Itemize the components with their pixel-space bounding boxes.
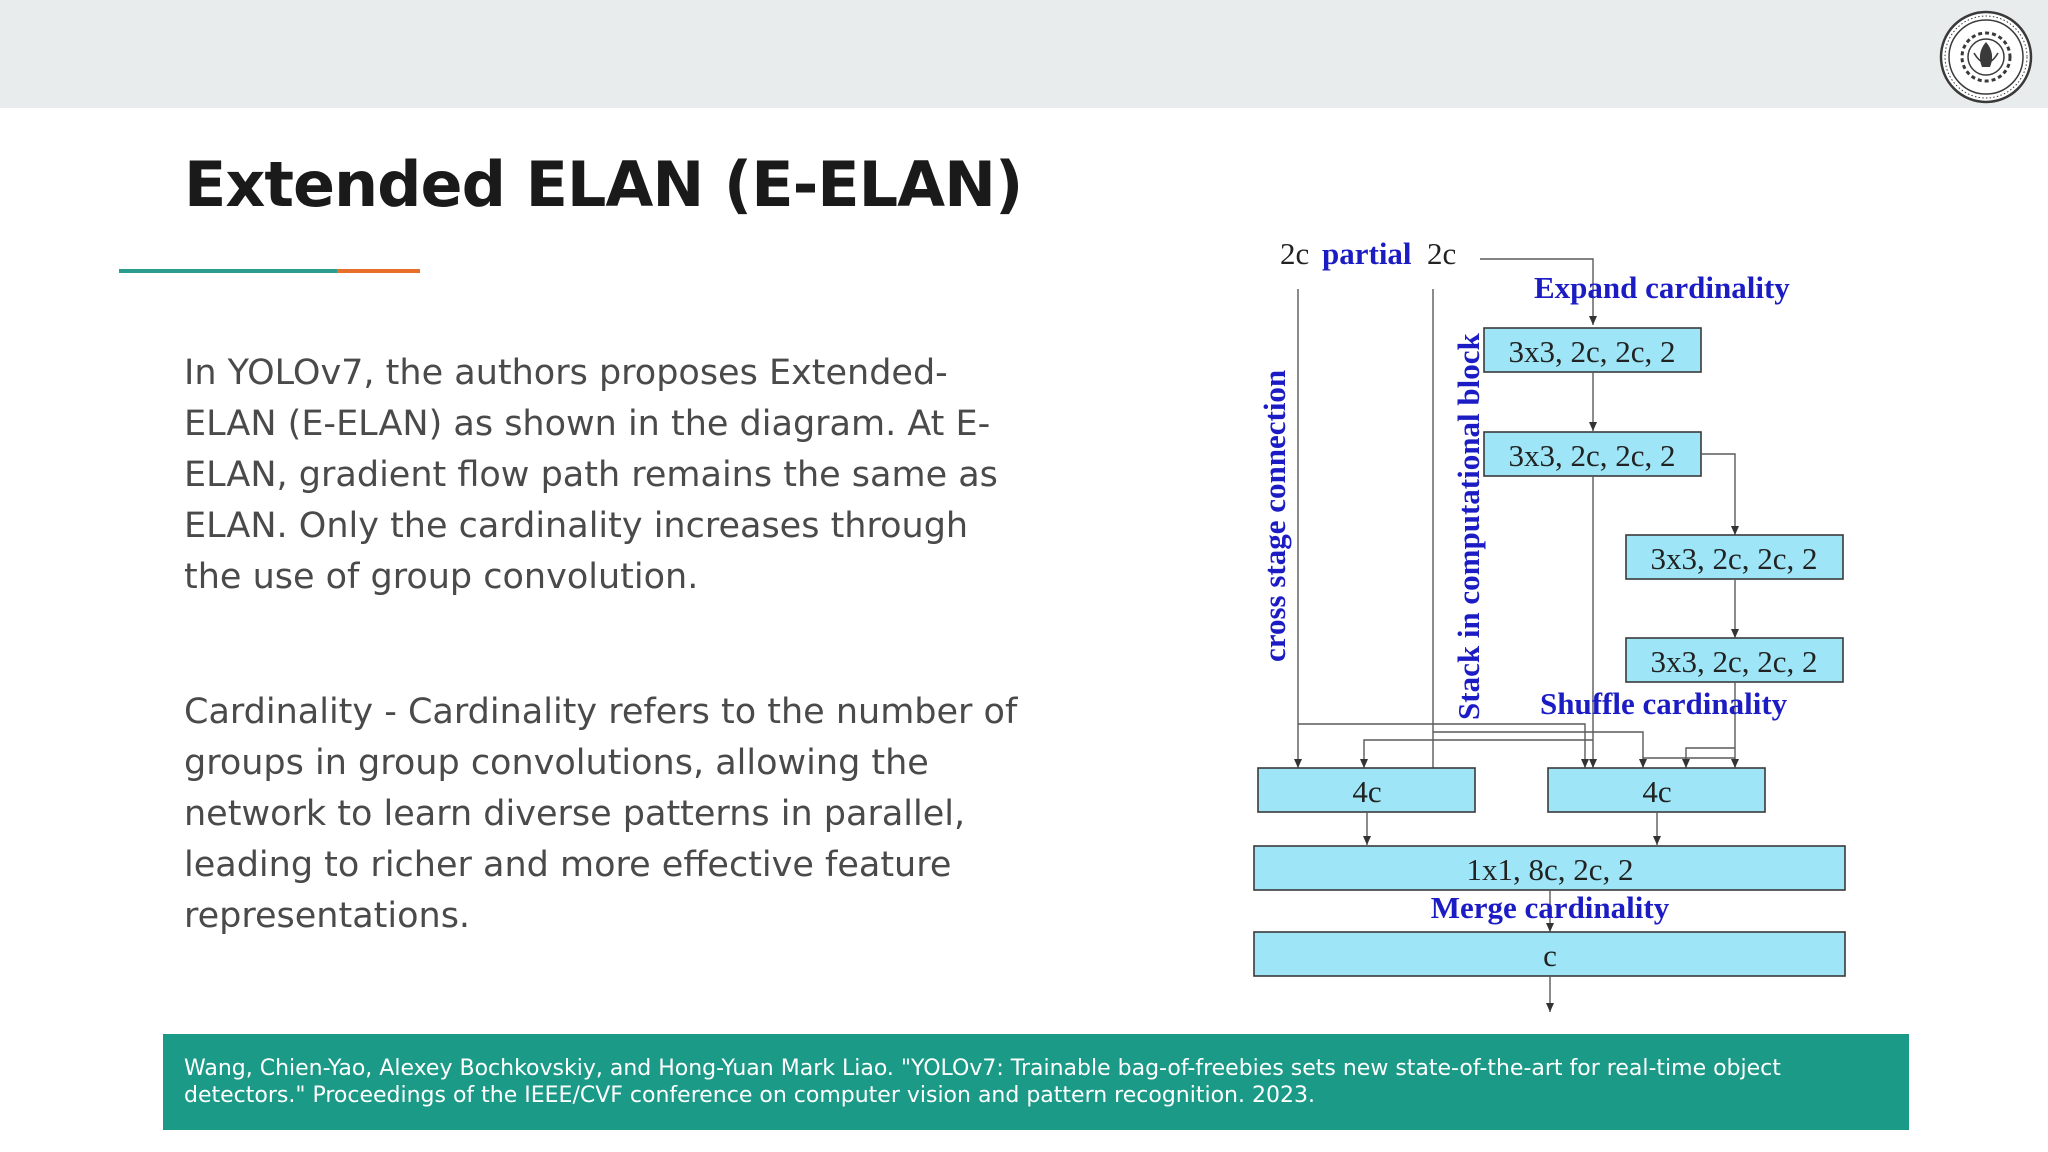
- reference-text: Wang, Chien-Yao, Alexey Bochkovskiy, and…: [184, 1056, 1781, 1108]
- conv-3-label: 3x3, 2c, 2c, 2: [1650, 541, 1817, 576]
- top-bar: [0, 0, 2048, 108]
- input-2c-left: 2c: [1280, 236, 1309, 271]
- reference-footer: Wang, Chien-Yao, Alexey Bochkovskiy, and…: [163, 1034, 1909, 1130]
- wire-shuffle-a: [1298, 723, 1589, 768]
- merge-conv-label: 1x1, 8c, 2c, 2: [1466, 852, 1633, 887]
- output-label: c: [1543, 938, 1557, 973]
- intro-paragraph: In YOLOv7, the authors proposes Extended…: [184, 353, 998, 597]
- input-2c-right: 2c: [1427, 236, 1456, 271]
- title-underline-teal: [119, 269, 337, 273]
- conv-4-label: 3x3, 2c, 2c, 2: [1650, 644, 1817, 679]
- slide-title: Extended ELAN (E-ELAN): [184, 148, 1023, 221]
- expand-cardinality-label: Expand cardinality: [1534, 270, 1790, 305]
- output-box: [1253, 931, 1846, 977]
- institute-seal-icon: [1939, 10, 2033, 104]
- cardinality-paragraph: Cardinality - Cardinality refers to the …: [184, 692, 1018, 936]
- input-partial-label: partial: [1322, 236, 1412, 271]
- wire-conv2-conv3: [1701, 453, 1739, 535]
- conv-box-4: [1625, 637, 1844, 683]
- wire-shuffle-d: [1682, 747, 1735, 768]
- e-elan-diagram: 2c partial 2c cross stage connection Sta…: [1253, 236, 1846, 1012]
- conv-box-1: [1483, 327, 1702, 373]
- wire-shuffle-b: [1433, 731, 1647, 768]
- wire-shuffle-c: [1360, 739, 1593, 768]
- merge-cardinality-label: Merge cardinality: [1431, 890, 1670, 925]
- title-underline-orange: [337, 269, 420, 273]
- stack-label: Stack in computational block: [1451, 333, 1486, 720]
- cross-stage-label: cross stage connection: [1257, 370, 1292, 662]
- wire-stack: [1334, 289, 1434, 789]
- concat-box-right: [1547, 767, 1766, 813]
- merge-conv-box: [1253, 845, 1846, 891]
- concat-left-label: 4c: [1352, 774, 1381, 809]
- wire-expand-input: [1480, 258, 1597, 325]
- conv-2-label: 3x3, 2c, 2c, 2: [1508, 438, 1675, 473]
- conv-1-label: 3x3, 2c, 2c, 2: [1508, 334, 1675, 369]
- shuffle-cardinality-label: Shuffle cardinality: [1540, 686, 1788, 721]
- concat-right-label: 4c: [1642, 774, 1671, 809]
